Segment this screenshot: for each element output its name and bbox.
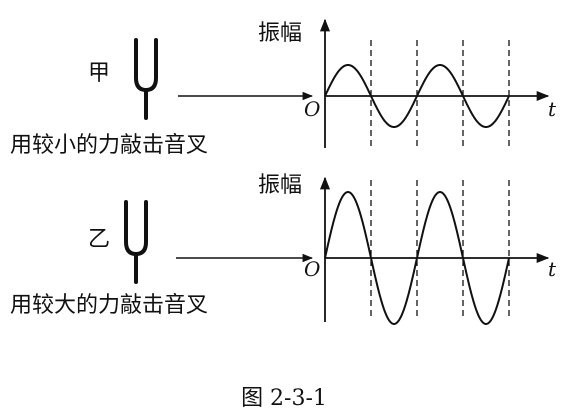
origin-label: O	[304, 257, 320, 281]
guide-lines	[370, 40, 510, 146]
y-axis-label: 振幅	[258, 173, 302, 198]
t-axis-label: t	[548, 97, 557, 121]
tuning-fork-icon	[134, 38, 158, 120]
fork-label-yi: 乙	[88, 227, 110, 252]
tuning-fork-icon	[124, 200, 148, 284]
waveform	[324, 190, 510, 326]
waveform	[324, 63, 510, 129]
fork-label-jia: 甲	[88, 61, 110, 86]
t-axis-label: t	[548, 257, 557, 281]
guide-lines	[370, 180, 510, 320]
figure-caption: 图 2-3-1	[241, 386, 327, 411]
origin-label: O	[304, 97, 320, 121]
description-jia: 用较小的力敲击音叉	[10, 133, 208, 158]
description-yi: 用较大的力敲击音叉	[10, 293, 208, 318]
panel-yi: 乙 用较大的力敲击音叉 振幅 O t	[10, 173, 557, 326]
panel-jia: 甲 用较小的力敲击音叉 振幅 O t	[10, 18, 557, 158]
y-axis-label: 振幅	[258, 21, 302, 46]
